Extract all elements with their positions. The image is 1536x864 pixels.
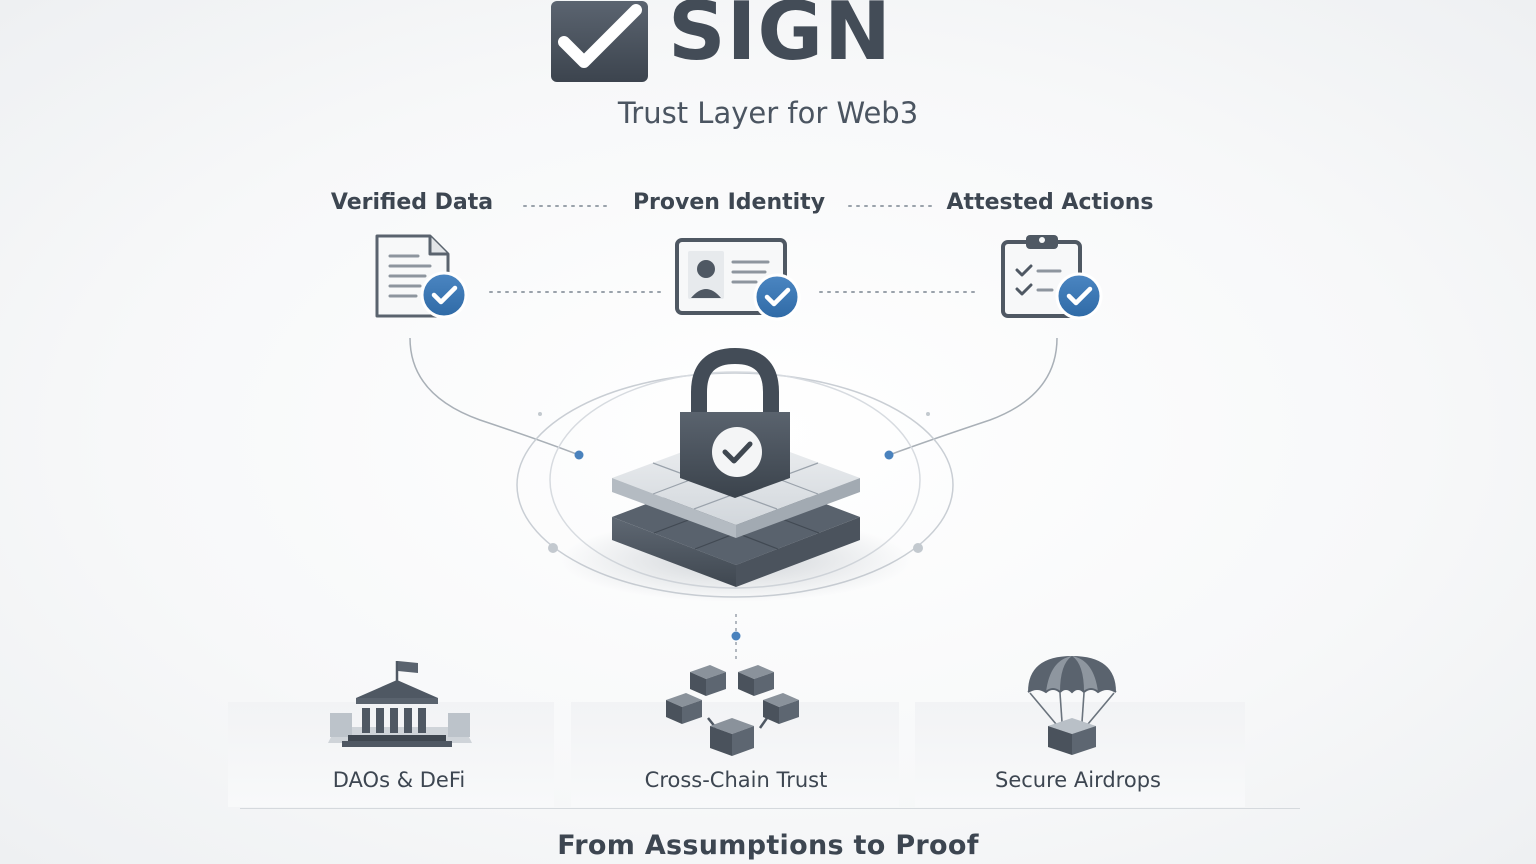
- document-check-icon: [377, 236, 466, 317]
- chain-blocks-icon: [660, 660, 815, 760]
- clipboard-check-icon: [1003, 235, 1101, 318]
- parachute-box-icon: [1020, 652, 1124, 760]
- padlock-blocks-icon: [612, 356, 860, 587]
- bank-building-icon: [320, 655, 480, 755]
- id-card-check-icon: [677, 240, 799, 319]
- footer-tagline: From Assumptions to Proof: [368, 830, 1168, 861]
- use-case-label-secure-airdrops: Secure Airdrops: [958, 768, 1198, 792]
- footer-divider: [240, 808, 1300, 809]
- use-case-label-daos-defi: DAOs & DeFi: [289, 768, 509, 792]
- divider-node: [732, 632, 741, 641]
- use-case-label-cross-chain-trust: Cross-Chain Trust: [616, 768, 856, 792]
